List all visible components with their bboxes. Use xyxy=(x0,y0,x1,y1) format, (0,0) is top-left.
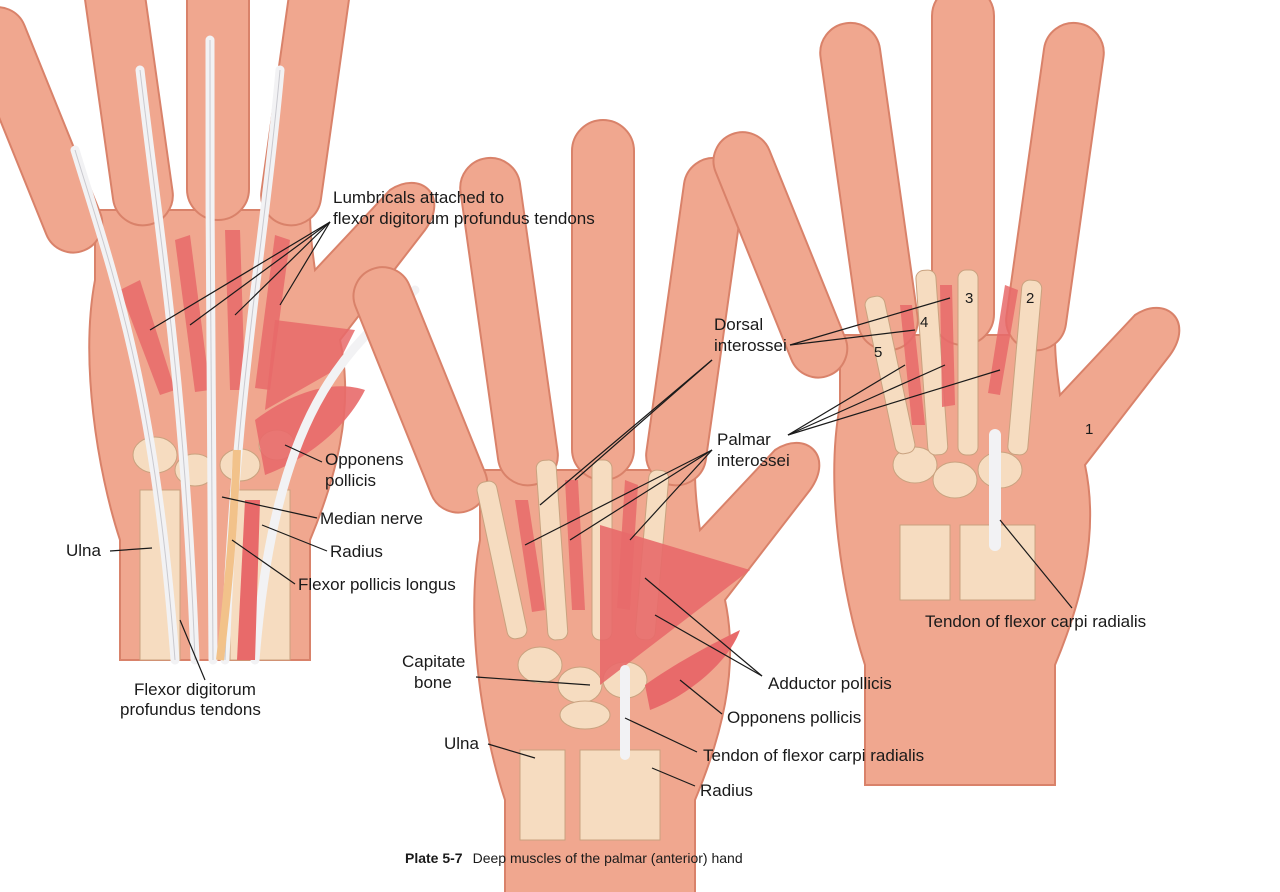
label-flexor-pollicis-longus: Flexor pollicis longus xyxy=(298,575,456,594)
label-num-4: 4 xyxy=(920,314,929,331)
label-adductor-pollicis: Adductor pollicis xyxy=(768,674,892,693)
label-ulna-left: Ulna xyxy=(66,541,101,560)
figure-caption: Plate 5-7 Deep muscles of the palmar (ant… xyxy=(405,850,743,866)
label-opponens-left-line1: Opponens xyxy=(325,450,404,469)
label-radius-middle: Radius xyxy=(700,781,753,800)
label-ulna-middle: Ulna xyxy=(444,734,479,753)
label-dorsal-line1: Dorsal xyxy=(714,315,764,334)
label-tendon-fcr-right: Tendon of flexor carpi radialis xyxy=(925,612,1147,631)
label-radius-left: Radius xyxy=(330,542,383,561)
label-palmar-line2: interossei xyxy=(717,451,790,470)
label-num-3: 3 xyxy=(965,290,974,307)
label-num-2: 2 xyxy=(1026,290,1035,307)
label-capitate-line1: Capitate xyxy=(402,652,466,671)
caption-title: Deep muscles of the palmar (anterior) ha… xyxy=(472,850,743,866)
middle-hand xyxy=(343,119,821,892)
label-fdp-tendons-line1: Flexor digitorum xyxy=(134,680,256,699)
left-hand xyxy=(0,0,436,665)
label-num-5: 5 xyxy=(874,344,883,361)
label-palmar-line1: Palmar xyxy=(717,430,771,449)
label-opponens-left-line2: pollicis xyxy=(325,471,377,490)
label-tendon-fcr-middle: Tendon of flexor carpi radialis xyxy=(703,746,925,765)
label-opponens-middle: Opponens pollicis xyxy=(727,708,862,727)
label-lumbricals-line1: Lumbricals attached to xyxy=(333,188,505,207)
label-capitate-line2: bone xyxy=(414,673,452,692)
caption-plate: Plate 5-7 xyxy=(405,850,463,866)
label-median-nerve: Median nerve xyxy=(320,509,424,528)
label-dorsal-line2: interossei xyxy=(714,336,787,355)
label-num-1: 1 xyxy=(1085,421,1094,438)
leader-lines xyxy=(109,221,1073,787)
label-fdp-tendons-line2: profundus tendons xyxy=(120,700,261,719)
right-hand xyxy=(703,0,1181,787)
label-lumbricals-line2: flexor digitorum profundus tendons xyxy=(333,209,595,228)
